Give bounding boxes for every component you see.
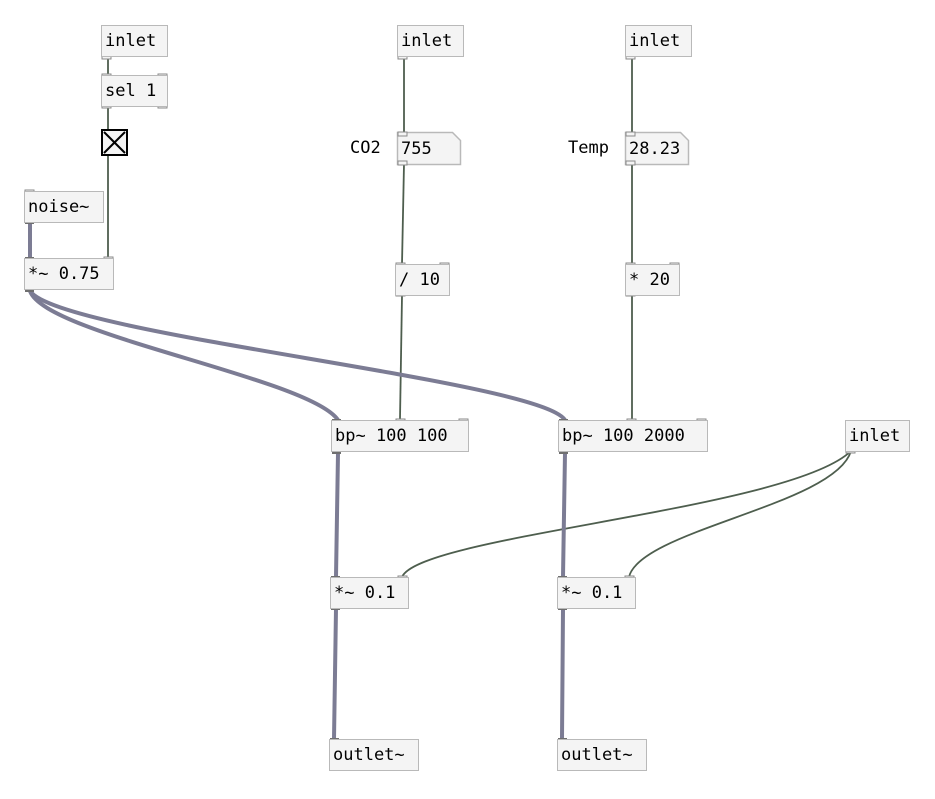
cord-inlet4-mul01b[interactable] <box>628 450 852 578</box>
cord-mul01a-outlet1[interactable] <box>332 607 338 741</box>
cord-co2-div10[interactable] <box>401 163 405 265</box>
noise-object[interactable]: noise~ <box>24 191 104 223</box>
cord-inlet4-mul01a[interactable] <box>401 450 852 578</box>
cord-mul01b-outlet2[interactable] <box>560 607 565 741</box>
co2-number-box[interactable] <box>396 131 462 166</box>
temp-number-box[interactable] <box>624 131 690 166</box>
divide-10-object[interactable]: / 10 <box>395 264 450 296</box>
co2-number-value[interactable]: 755 <box>401 139 432 159</box>
multiply-075-object[interactable]: *~ 0.75 <box>24 258 114 290</box>
inlet-object-4[interactable]: inlet <box>845 420 910 452</box>
cord-bp2-mul01b[interactable] <box>561 451 567 579</box>
bandpass-100-100-object[interactable]: bp~ 100 100 <box>331 420 469 452</box>
outlet-object-1[interactable]: outlet~ <box>329 739 419 771</box>
inlet-object-1[interactable]: inlet <box>101 25 168 57</box>
co2-label: CO2 <box>350 138 381 158</box>
cord-bp1-mul01a[interactable] <box>334 451 340 579</box>
co2-inlet-port[interactable] <box>397 131 408 137</box>
cord-div10-bp1[interactable] <box>399 295 403 420</box>
temp-label: Temp <box>568 138 609 158</box>
toggle[interactable] <box>101 129 128 156</box>
sel-object[interactable]: sel 1 <box>101 75 168 107</box>
outlet-object-2[interactable]: outlet~ <box>557 739 647 771</box>
temp-number-value[interactable]: 28.23 <box>629 139 681 159</box>
co2-outlet-port[interactable] <box>397 160 408 166</box>
bandpass-100-2000-object[interactable]: bp~ 100 2000 <box>558 420 708 452</box>
inlet-object-3[interactable]: inlet <box>625 25 692 57</box>
multiply-01-object-2[interactable]: *~ 0.1 <box>557 577 636 609</box>
cord-mul075-bp1[interactable] <box>28 289 340 422</box>
cord-mul075-bp2[interactable] <box>28 289 567 422</box>
multiply-01-object-1[interactable]: *~ 0.1 <box>330 577 409 609</box>
toggle-x-icon <box>103 131 126 154</box>
inlet-object-2[interactable]: inlet <box>397 25 464 57</box>
temp-inlet-port[interactable] <box>625 131 636 137</box>
multiply-20-object[interactable]: * 20 <box>625 264 680 296</box>
temp-outlet-port[interactable] <box>625 160 636 166</box>
